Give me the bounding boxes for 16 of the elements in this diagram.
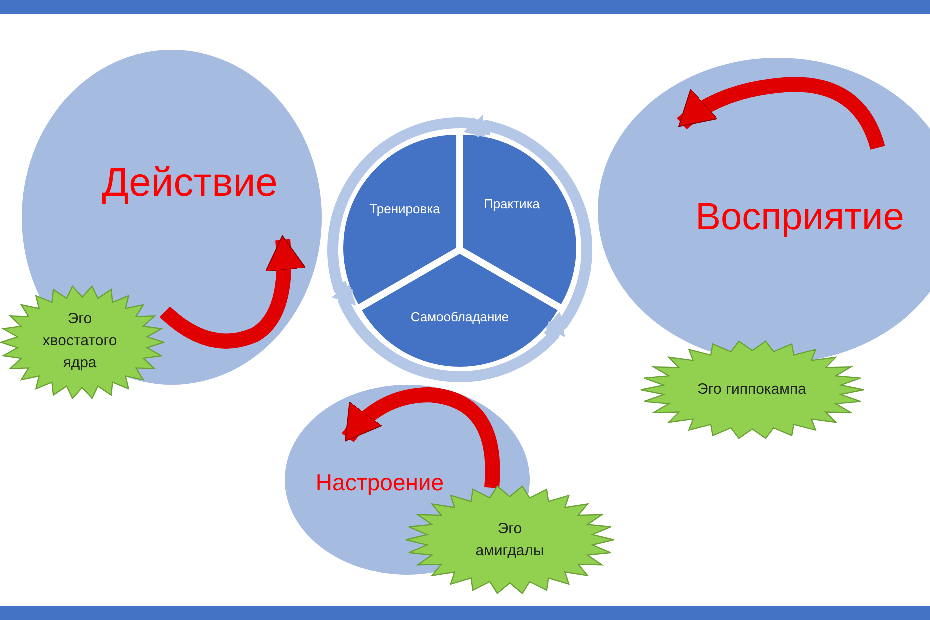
node-label: Эго гиппокампа [697,380,807,400]
pie-sector [362,254,558,367]
node-label: Тренировка [370,200,440,219]
cycle-arrow [332,284,560,382]
node-label: Эго амигдалы [474,519,546,561]
node-label: Практика [484,196,540,214]
node-label: Восприятие [696,195,904,240]
pie-sector [463,135,577,305]
node-label: Самообладание [410,308,510,327]
node-label: Эго хвостатого ядра [42,309,118,373]
pie-sector [343,135,457,305]
cycle-arrow [328,115,487,295]
starburst [640,340,865,440]
node-label: Настроение [316,468,444,498]
node-label: Действие [102,160,278,207]
starburst [0,285,165,400]
